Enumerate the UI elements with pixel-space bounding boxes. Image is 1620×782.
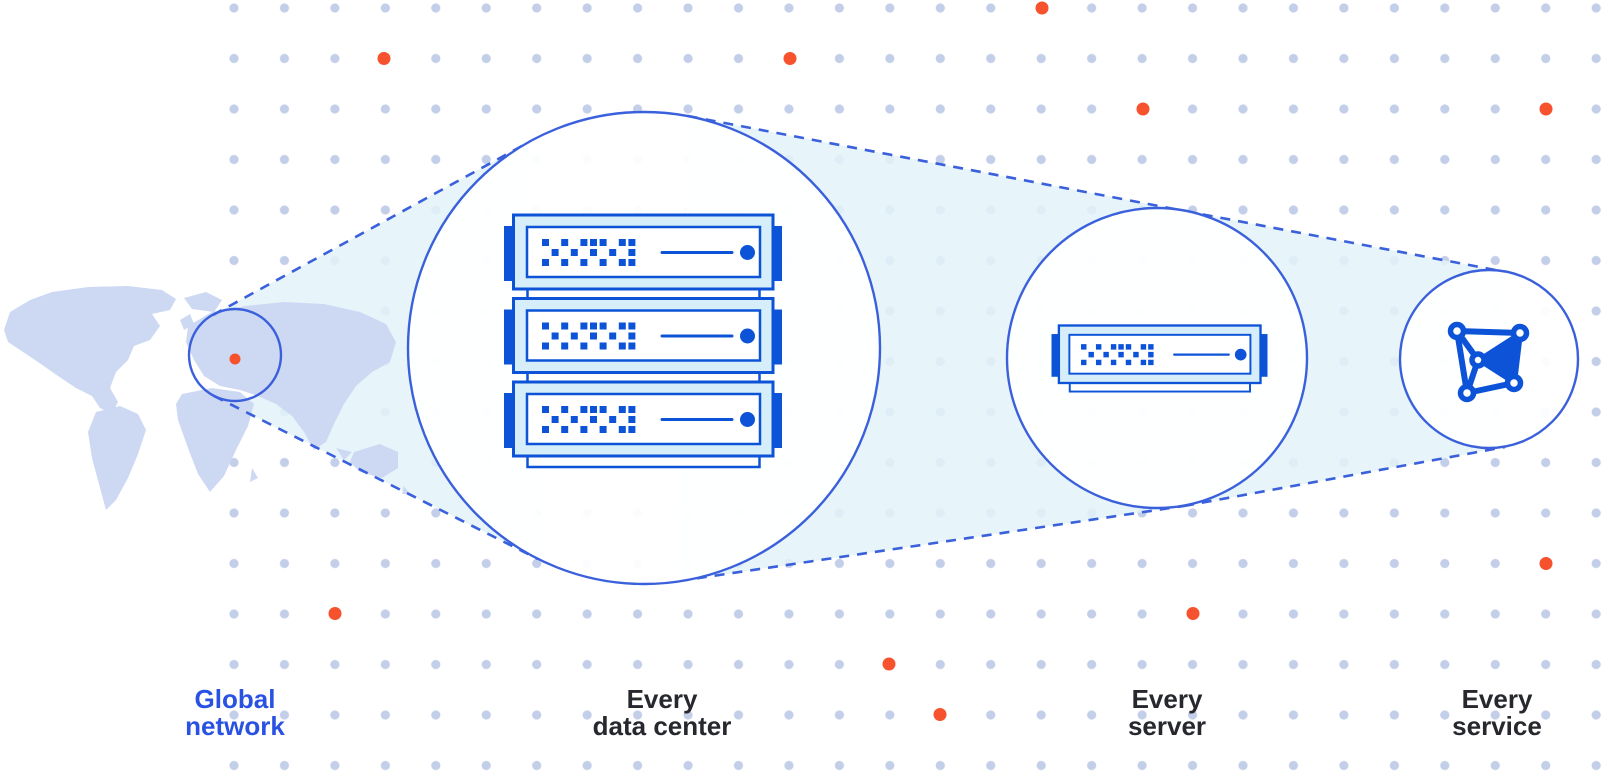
server-rack-icon: [502, 213, 784, 469]
server-unit-icon: [502, 380, 784, 469]
label-line: data center: [592, 711, 732, 741]
server-unit-icon: [502, 213, 784, 302]
continent-eurasia: [186, 302, 396, 450]
label-line: service: [1452, 711, 1542, 741]
world-map: [4, 286, 410, 510]
label-line: network: [185, 711, 285, 741]
island-new-zealand: [402, 486, 410, 494]
continent-africa: [176, 388, 254, 492]
server-unit-icon: [502, 297, 784, 385]
continent-south-america: [88, 406, 146, 510]
subcontinent-india: [294, 398, 316, 436]
label-line: Every: [626, 684, 698, 714]
label-line: Global: [194, 684, 276, 714]
server-unit-icon: [1050, 324, 1269, 393]
label-global-network: Global network: [185, 686, 285, 740]
label-line: Every: [1461, 684, 1533, 714]
dashed-tangent-lines: [212, 114, 1507, 583]
orange-accent-dots: [328, 1, 1553, 721]
server-icon: [1050, 324, 1269, 393]
network-mesh-icon: [1447, 321, 1530, 403]
island-madagascar: [250, 468, 258, 482]
label-line: Every: [1131, 684, 1203, 714]
label-every-data-center: Every data center: [593, 686, 732, 740]
continent-north-america: [4, 286, 176, 414]
label-line: server: [1127, 711, 1207, 741]
label-every-server: Every server: [1128, 686, 1206, 740]
location-dot: [229, 353, 241, 365]
globe-highlight-circle: [187, 307, 283, 403]
continent-greenland: [184, 292, 222, 312]
label-every-service: Every service: [1452, 686, 1542, 740]
